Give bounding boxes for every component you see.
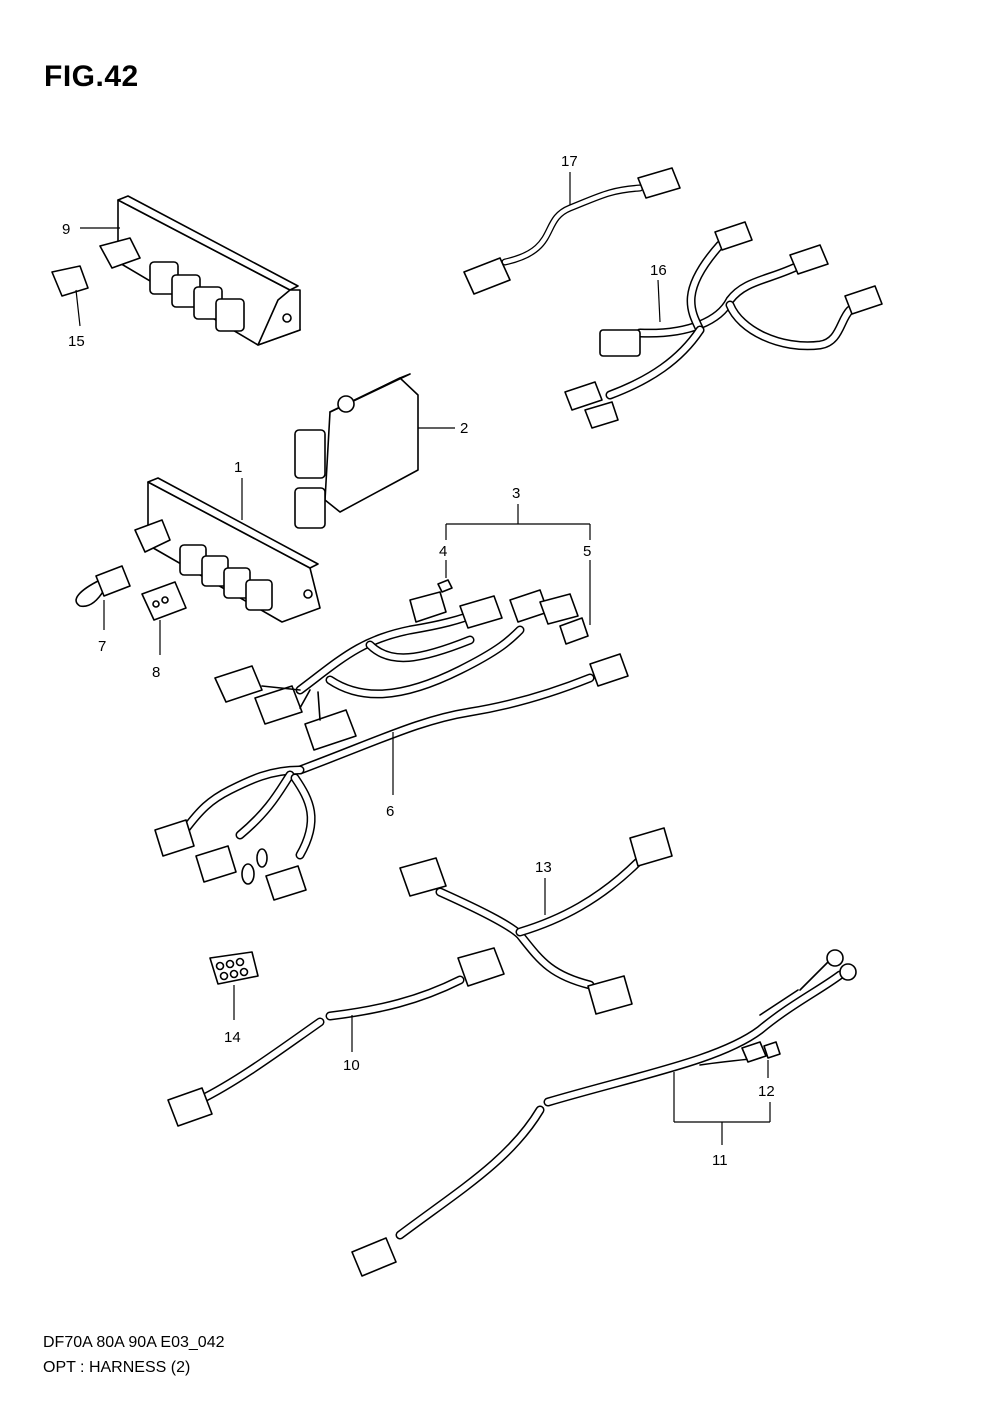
callout-12: 12 <box>758 1083 775 1100</box>
callout-17: 17 <box>561 153 578 170</box>
part-13-cable[interactable] <box>399 827 673 1015</box>
callout-7: 7 <box>98 638 106 655</box>
callout-15: 15 <box>68 333 85 350</box>
diagram-subtitle: OPT : HARNESS (2) <box>43 1359 191 1376</box>
part-3-harness[interactable] <box>214 579 589 751</box>
part-1-relay-box[interactable] <box>134 477 321 623</box>
figure-title: FIG.42 <box>44 60 139 93</box>
part-14-block[interactable] <box>209 951 259 985</box>
part-8-connector[interactable] <box>141 581 187 621</box>
callout-9: 9 <box>62 221 70 238</box>
part-10-cable[interactable] <box>167 947 505 1127</box>
callout-11: 11 <box>712 1152 728 1169</box>
callout-5: 5 <box>583 543 591 560</box>
callout-4: 4 <box>439 543 447 560</box>
callout-6: 6 <box>386 803 394 820</box>
callout-3: 3 <box>512 485 520 502</box>
part-16-harness[interactable] <box>564 221 883 429</box>
diagram-code: DF70A 80A 90A E03_042 <box>43 1334 225 1351</box>
callout-8: 8 <box>152 664 160 681</box>
part-2-ecm[interactable] <box>294 373 419 529</box>
part-17-cable[interactable] <box>463 167 681 295</box>
part-11-harness[interactable] <box>351 949 857 1277</box>
part-7-connector[interactable] <box>75 565 131 608</box>
part-6-harness[interactable] <box>154 653 629 901</box>
callout-1: 1 <box>234 459 242 476</box>
callout-10: 10 <box>343 1057 360 1074</box>
callout-16: 16 <box>650 262 667 279</box>
callout-2: 2 <box>460 420 468 437</box>
part-9-relay-box[interactable] <box>51 195 301 346</box>
callout-13: 13 <box>535 859 552 876</box>
callout-14: 14 <box>224 1029 241 1046</box>
